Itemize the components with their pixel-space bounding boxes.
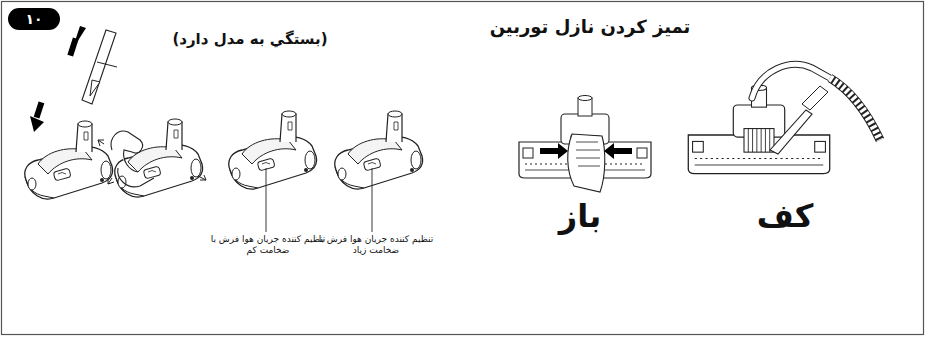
step-badge: ۱۰	[8, 8, 60, 30]
airflow-note: تنظیم کننده جریان هوا فرش با ضخامت کم	[208, 234, 328, 257]
badge-number: ۱۰	[25, 11, 42, 27]
page-title: تميز كردن نازل توربين	[470, 16, 710, 39]
floor-label: کف	[730, 196, 840, 236]
open-label: باز	[530, 196, 630, 236]
airflow-note: تنظیم کننده جریان هوا فرش با ضخامت زیاد	[316, 234, 436, 257]
model-note: (بستگي به مدل دارد)	[150, 30, 350, 49]
